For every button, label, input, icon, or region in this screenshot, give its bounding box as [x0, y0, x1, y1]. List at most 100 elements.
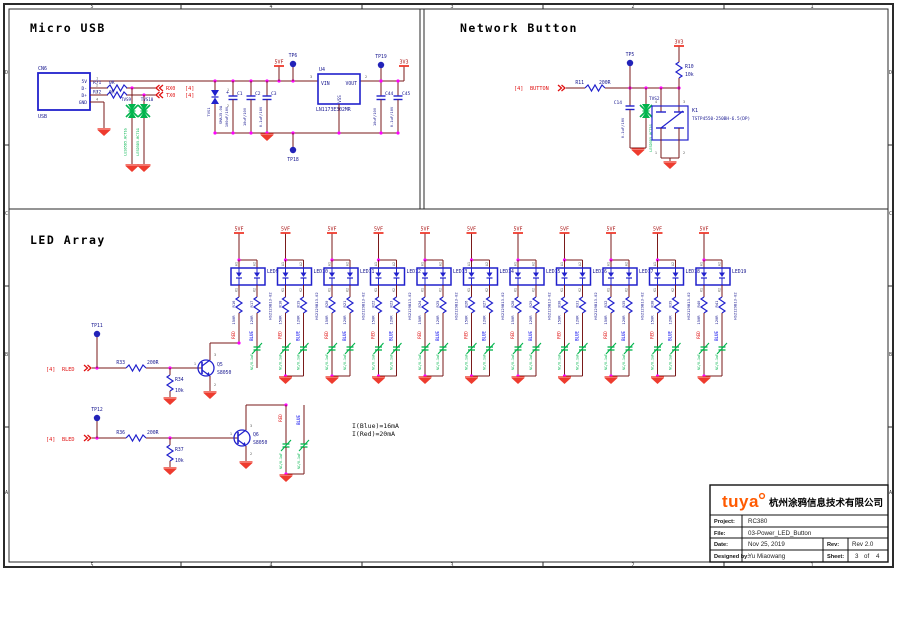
power-flag-label: 5VF — [513, 227, 522, 233]
dnp-part: NC/0.1uF — [604, 354, 608, 370]
designator: R40 — [696, 300, 701, 308]
pin-name: K1 — [700, 288, 704, 292]
shape — [165, 444, 175, 462]
shape — [422, 272, 428, 277]
designator: C44 — [385, 91, 394, 97]
zone-number: 2 — [631, 563, 634, 569]
designator: TVS10 — [141, 97, 154, 102]
pin-name: K2 — [346, 288, 350, 292]
wire — [623, 342, 635, 355]
shape — [252, 296, 262, 314]
sheet-number: 3 — [855, 553, 859, 560]
designator: R23 — [389, 301, 394, 308]
designator: R19 — [296, 300, 301, 308]
zone-letter: B — [5, 352, 8, 358]
tp19[interactable]: TP19 — [375, 54, 387, 83]
value: 0.1uF/10V — [258, 106, 263, 127]
led-body — [369, 267, 406, 286]
testpoint-pad[interactable] — [289, 60, 297, 68]
wire — [298, 342, 309, 355]
designator: R22 — [371, 301, 376, 308]
part: HS2129B13-02 — [593, 292, 598, 319]
wire — [201, 359, 211, 367]
port-tx0[interactable]: TX0[4] — [155, 91, 194, 99]
gnd-symbol — [203, 391, 217, 399]
pin-name: K2 — [532, 288, 536, 292]
pin-number: 2 — [365, 75, 367, 79]
gnd-symbol — [372, 376, 385, 384]
designator: R26 — [464, 300, 469, 308]
date-value: Nov 25, 2019 — [748, 541, 785, 548]
part: HS2129B13-02 — [361, 292, 366, 319]
testpoint-pad[interactable] — [93, 330, 101, 338]
shape — [468, 272, 475, 277]
shape — [325, 378, 339, 384]
designator: R27 — [482, 301, 487, 308]
pin-name: K2 — [578, 288, 582, 292]
tp5[interactable]: TP5 — [626, 52, 635, 90]
gnd-symbol — [325, 376, 339, 384]
value: 120R — [714, 315, 719, 325]
shape — [206, 372, 210, 376]
shape — [465, 378, 478, 384]
pin-name: A1 — [700, 262, 704, 266]
testpoint-pad[interactable] — [93, 414, 101, 422]
cap-c3[interactable]: C30.1uF/10V — [258, 79, 277, 135]
dnp-part: NC/0.1uF — [390, 354, 394, 370]
value: 10k — [685, 72, 694, 78]
tp18[interactable]: TP18 — [287, 131, 299, 163]
shape — [345, 296, 355, 314]
net-label: RED — [510, 331, 515, 339]
part: HS2129B13-02 — [500, 292, 505, 319]
port-rx0[interactable]: RX0[4] — [155, 84, 194, 92]
dnp-part: NC/0.1uF — [343, 354, 347, 370]
part: LESD5D5.0CT1G — [124, 128, 128, 155]
tp6[interactable]: TP6 — [289, 53, 298, 83]
testpoint-pad[interactable] — [626, 59, 634, 67]
shape — [128, 104, 136, 111]
pin-name: 5V — [81, 79, 87, 85]
zone-number: 2 — [631, 4, 634, 10]
zone-letter: C — [5, 211, 8, 217]
value: 150R — [371, 315, 376, 325]
dnp-part: NC/0.1uF — [279, 453, 283, 469]
led-body — [648, 267, 685, 286]
dnp-part: NC/0.1uF — [697, 354, 701, 370]
shape — [560, 296, 569, 314]
testpoint-pad[interactable] — [377, 61, 385, 69]
port-sheet: [4] — [514, 86, 523, 92]
testpoint-pad[interactable] — [289, 146, 297, 154]
designator: R20 — [324, 300, 329, 308]
